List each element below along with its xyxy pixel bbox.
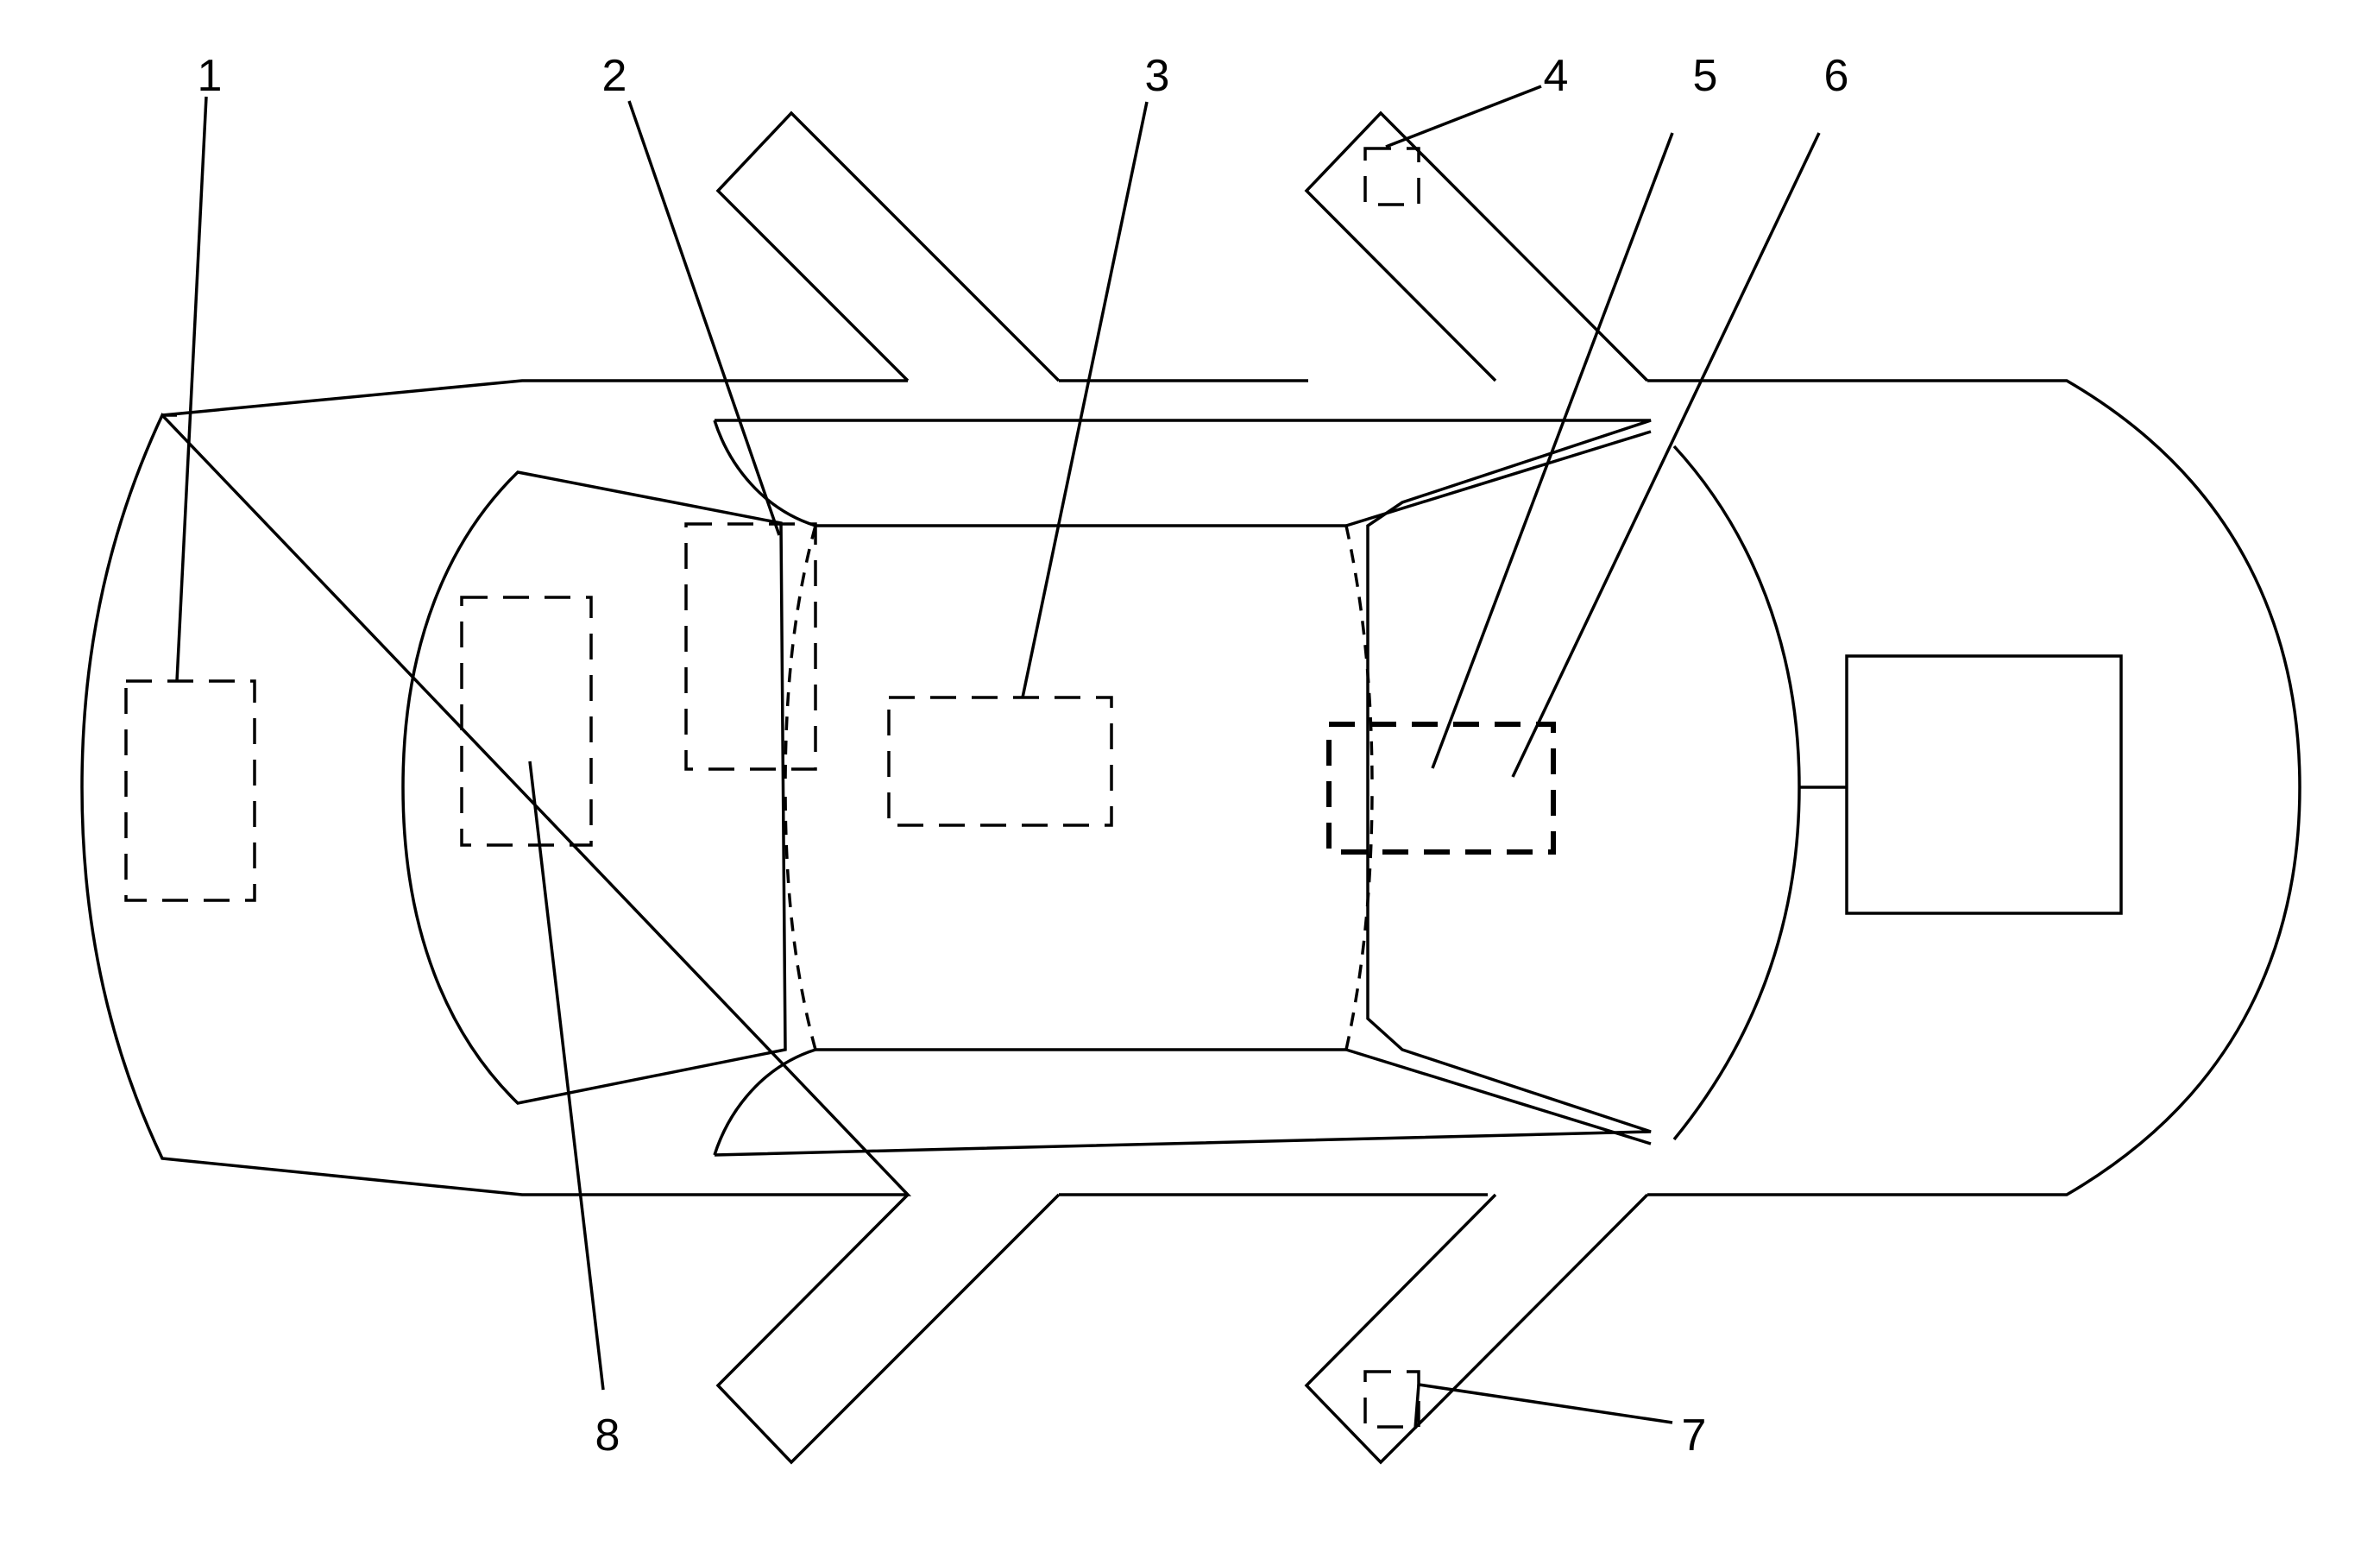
rear-right-door [1304, 1193, 1649, 1465]
callout-1: 1 [198, 51, 223, 101]
trunk-module-box [1845, 654, 2123, 915]
leader-5 [1431, 132, 1674, 769]
component-box-2 [684, 522, 817, 771]
component-box-3 [887, 696, 1113, 827]
rear-window-arc [1672, 445, 1801, 1141]
leader-3 [1021, 101, 1149, 698]
vehicle-body [80, 379, 2301, 1196]
component-box-1 [124, 679, 256, 902]
callout-5: 5 [1693, 51, 1718, 101]
leader-2 [627, 100, 781, 536]
hood-windshield [401, 470, 817, 1105]
callout-2: 2 [602, 51, 627, 101]
leader-1 [175, 96, 208, 682]
callout-labels: 1 2 3 4 5 6 7 8 [198, 51, 1849, 1461]
c-pillar-left [1344, 525, 1374, 788]
callout-6: 6 [1824, 51, 1849, 101]
component-box-5-6 [1326, 722, 1556, 855]
component-box-7 [1363, 1370, 1420, 1429]
c-pillar-right [1344, 786, 1374, 1051]
rear-glass-trunk [1344, 445, 2123, 1141]
roof-rail-inner-left [1345, 430, 1652, 527]
front-right-arc [713, 1048, 816, 1156]
callout-8: 8 [595, 1410, 620, 1461]
roof-rail-left [714, 419, 1652, 1157]
leader-6 [1511, 132, 1821, 778]
cabin [713, 419, 1652, 1157]
leader-8 [528, 760, 605, 1391]
callout-3: 3 [1145, 51, 1170, 101]
doors [715, 110, 1649, 1465]
callout-7: 7 [1682, 1410, 1707, 1461]
component-box-8 [460, 596, 593, 847]
component-box-4 [1363, 147, 1420, 206]
leader-4 [1385, 85, 1542, 148]
a-pillar-right [784, 786, 817, 1051]
hood-panel [401, 470, 787, 1105]
front-left-door [715, 110, 1061, 382]
leader-7-stub [1414, 1384, 1420, 1429]
a-pillar-left [784, 525, 817, 788]
callout-4: 4 [1544, 51, 1569, 101]
leader-7 [1418, 1383, 1673, 1424]
front-left-arc [713, 420, 816, 527]
front-right-door [715, 1193, 1061, 1465]
body-outline [80, 379, 2301, 1196]
rear-left-door [1304, 110, 1649, 382]
component-locations [124, 147, 1556, 1429]
leader-lines [175, 85, 1821, 1429]
roof-rail-inner-right [1345, 1048, 1652, 1145]
